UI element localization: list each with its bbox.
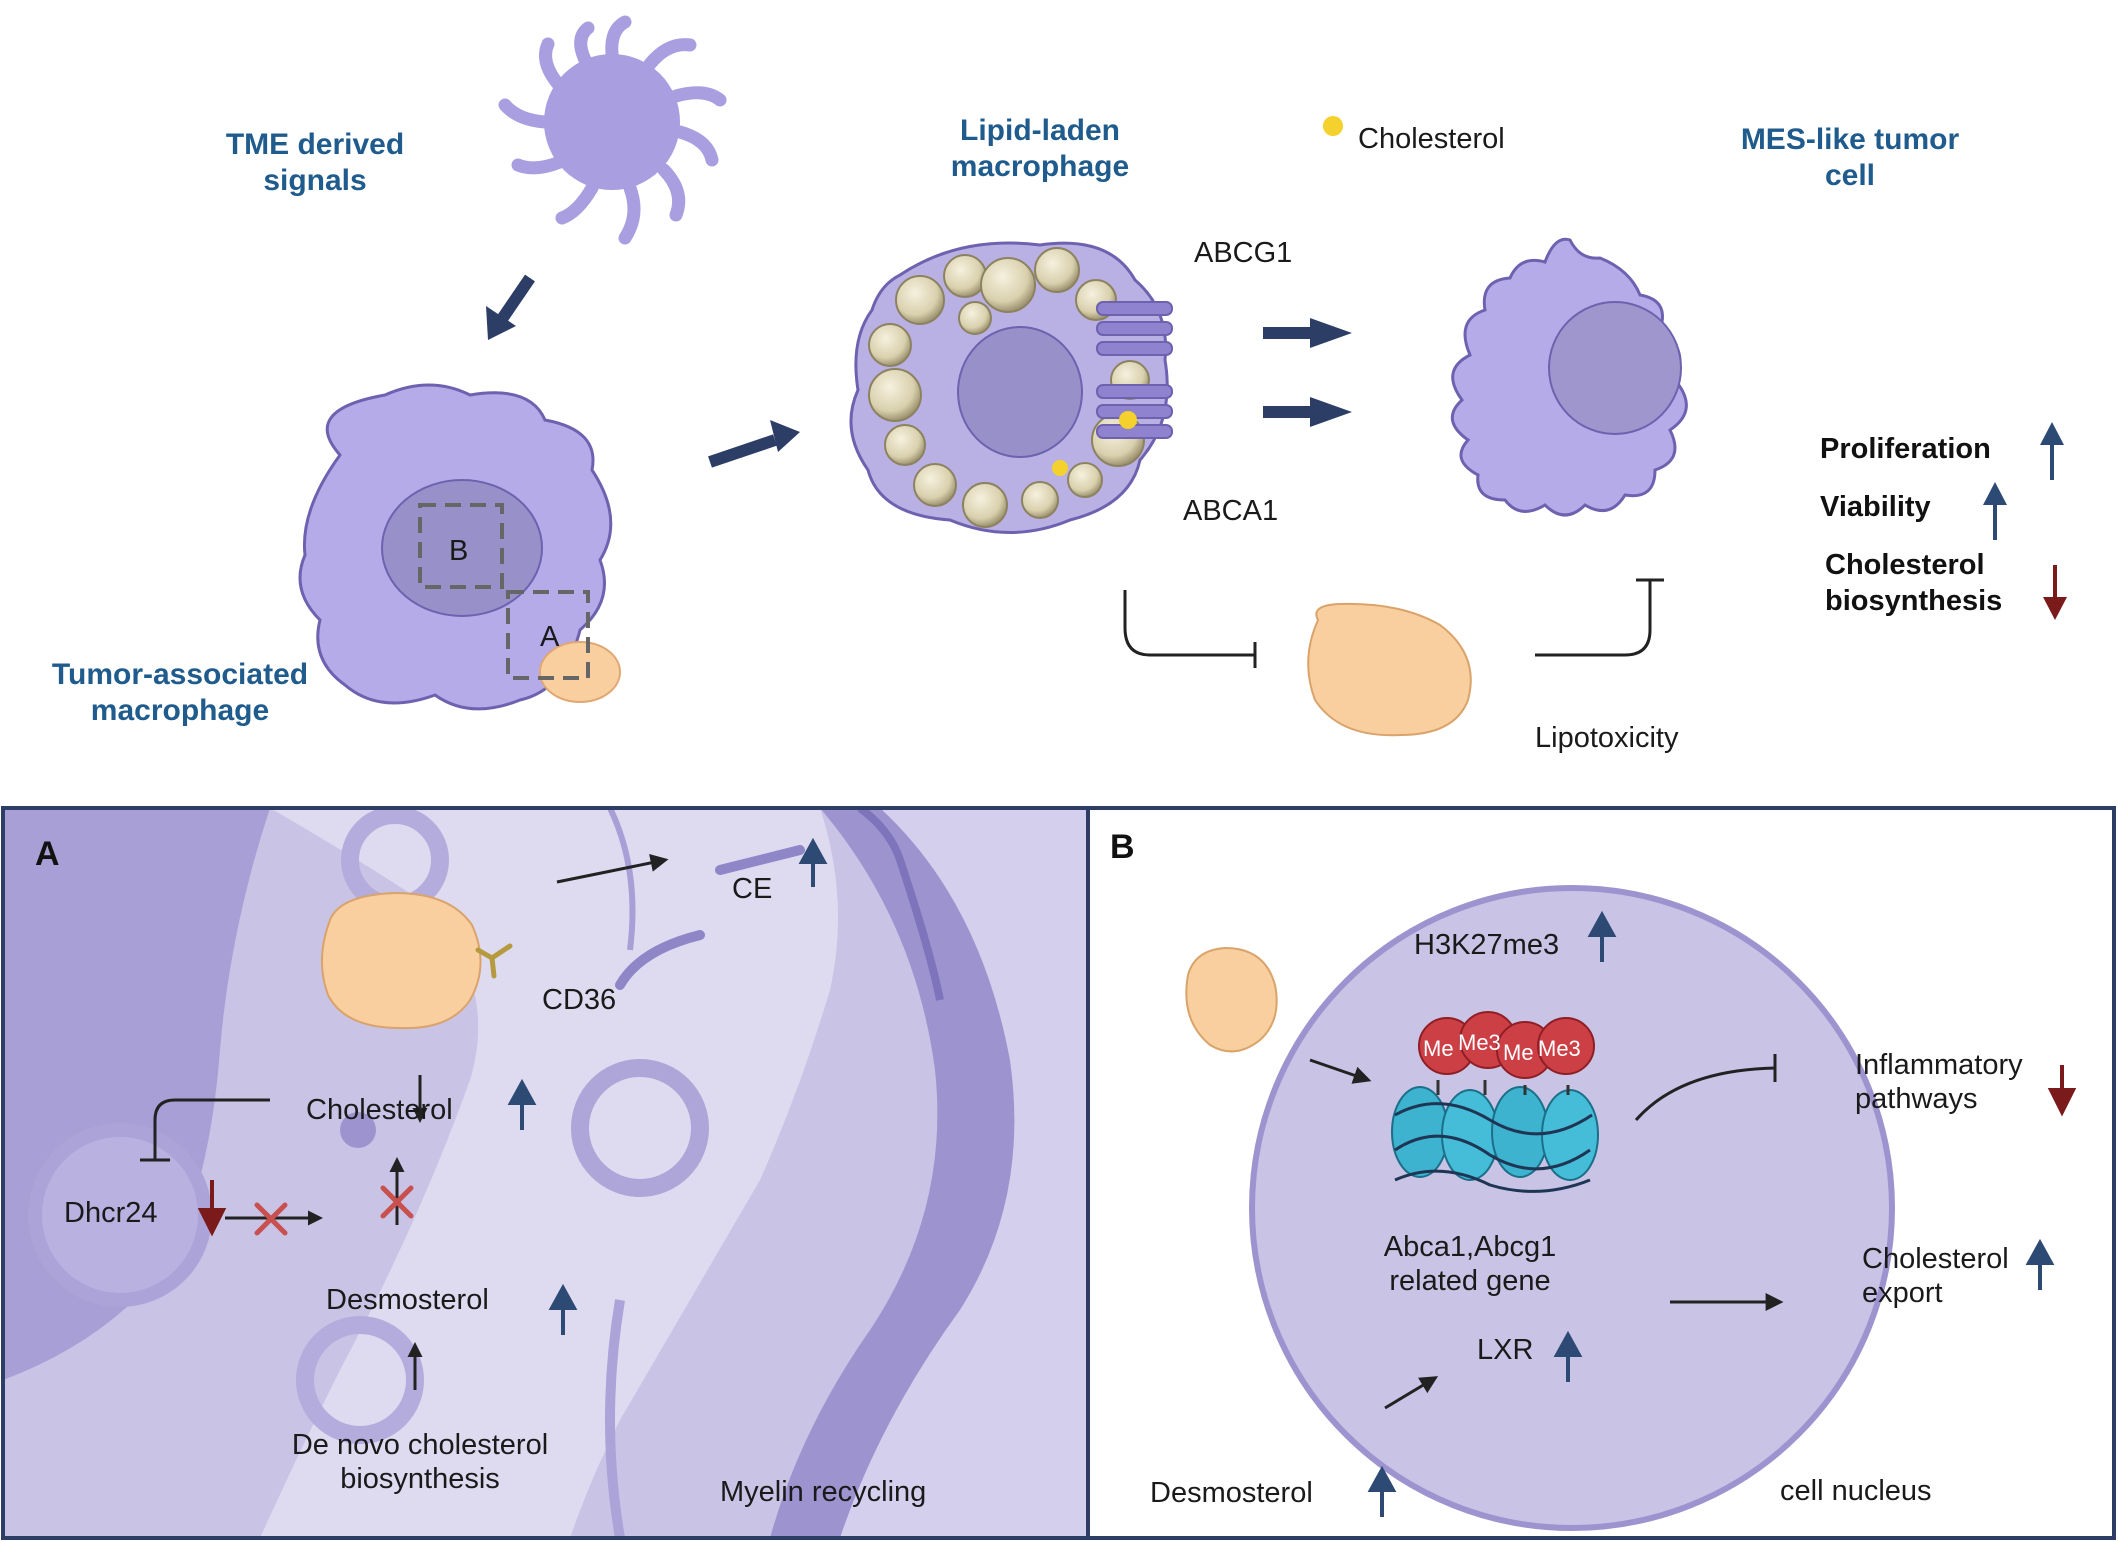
methyl-marks: [1418, 1011, 1595, 1079]
tumor-associated-macrophage: [298, 383, 621, 711]
panel-b-letter: B: [1110, 828, 1135, 866]
lipid-droplet-top: [1307, 602, 1472, 737]
me-mark-1: Me: [1423, 1036, 1454, 1061]
panel-a-letter: A: [35, 835, 60, 873]
panel-b: [1086, 806, 2116, 1540]
cholesterol-legend-dot: [1323, 116, 1343, 136]
inhibition-lipotoxicity: [1535, 578, 1664, 657]
desmosterol-b-label: Desmosterol: [1150, 1477, 1313, 1509]
ce-label: CE: [732, 873, 773, 905]
cholesterol-label: Cholesterol: [306, 1094, 453, 1126]
abca1-label: ABCA1: [1183, 495, 1279, 527]
lxr-label: LXR: [1477, 1334, 1534, 1366]
panel-a: [1, 806, 1090, 1540]
proliferation-label: Proliferation: [1820, 433, 1991, 465]
cd36-label: CD36: [542, 984, 617, 1016]
export-arrows: [1263, 318, 1352, 427]
box-a-label: A: [540, 621, 560, 653]
signal-to-tam-arrow: [486, 274, 535, 340]
cd36-receptor-icon: [475, 943, 513, 979]
desmosterol-label: Desmosterol: [326, 1284, 489, 1316]
viability-label: Viability: [1820, 491, 1931, 523]
myelin-recycling-label: Myelin recycling: [720, 1476, 927, 1508]
me-mark-3: Me: [1503, 1040, 1534, 1065]
mes-like-tumor-cell: [1451, 237, 1688, 517]
inhibition-abca1: [1123, 590, 1257, 668]
tme-signal-cell: [498, 15, 727, 245]
box-b-label: B: [449, 535, 469, 567]
abcg1-label: ABCG1: [1194, 237, 1293, 269]
nucleosome-icon: [1391, 1080, 1599, 1193]
lipotoxicity-label: Lipotoxicity: [1535, 722, 1679, 754]
h3k27me3-label: H3K27me3: [1414, 929, 1560, 961]
cell-nucleus-label: cell nucleus: [1780, 1475, 1932, 1507]
lipid-laden-macrophage: [849, 241, 1173, 534]
me-mark-4: Me3: [1538, 1036, 1581, 1061]
dhcr24-label: Dhcr24: [64, 1197, 158, 1229]
effect-arrows: [1983, 422, 2067, 620]
tam-to-lipid-arrow: [708, 420, 800, 468]
me-mark-2: Me3: [1458, 1030, 1501, 1055]
cholesterol-legend-label: Cholesterol: [1358, 123, 1505, 155]
